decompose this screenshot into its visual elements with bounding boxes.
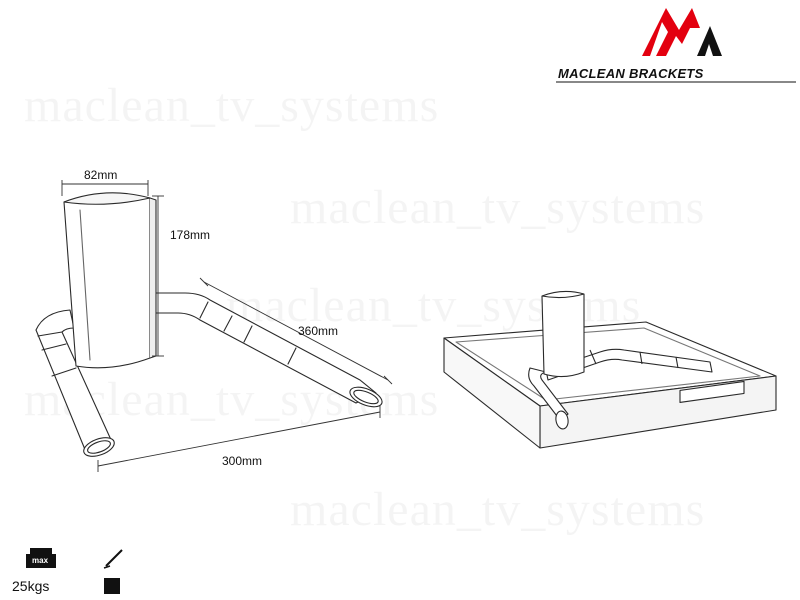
watermark-5: maclean_tv_systems <box>290 482 705 537</box>
watermark-2: maclean_tv_systems <box>290 180 705 235</box>
dimension-span-label: 300mm <box>222 454 263 468</box>
weight-icon <box>26 548 56 568</box>
mounted-device-drawing <box>443 290 777 449</box>
bracket-drawing-left <box>35 192 383 457</box>
max-load-label: 25kgs <box>12 578 50 594</box>
brand-name: MACLEAN BRACKETS <box>558 66 704 81</box>
maclean-logo <box>556 8 796 83</box>
max-icon-label: max <box>32 556 49 565</box>
pencil-icon <box>103 549 123 569</box>
dimension-depth-label: 360mm <box>298 324 339 338</box>
color-swatch <box>104 578 120 594</box>
dimension-height-label: 178mm <box>170 228 211 242</box>
watermark-1: maclean_tv_systems <box>24 78 439 133</box>
dimension-width-label: 82mm <box>84 168 118 182</box>
dimension-lines <box>61 180 393 472</box>
